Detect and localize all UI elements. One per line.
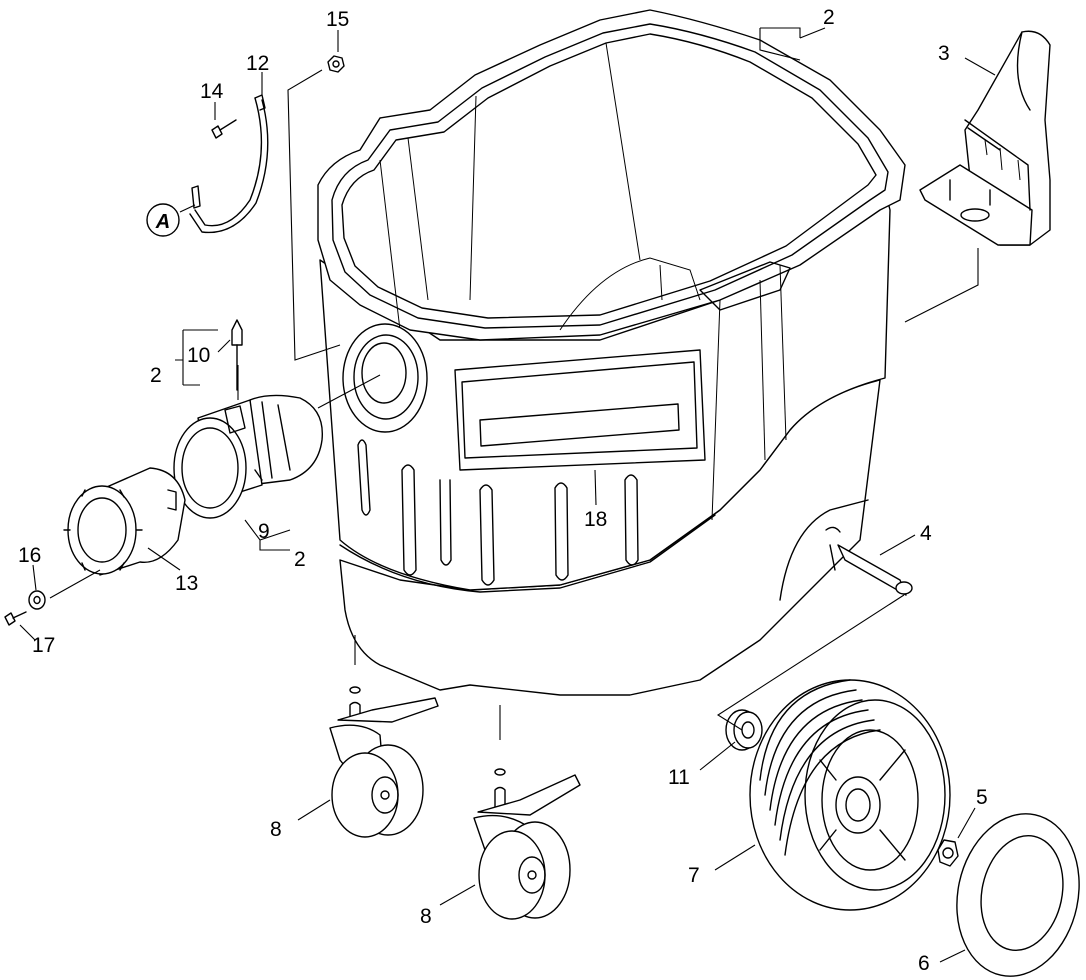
callout-5: 5	[976, 786, 988, 809]
part-10-pin	[231, 319, 243, 391]
part-5-lock-nut	[937, 839, 959, 867]
callout-6: 6	[918, 952, 930, 975]
callout-7: 7	[688, 864, 700, 887]
leader-lines	[19, 27, 996, 963]
callout-4: 4	[920, 522, 932, 545]
callout-2-top: 2	[823, 6, 835, 29]
callout-13: 13	[175, 572, 198, 595]
callout-8-left: 8	[270, 818, 282, 841]
part-14-screw	[211, 119, 237, 139]
part-7-wheel	[749, 679, 951, 911]
callout-15: 15	[326, 8, 349, 31]
part-6-hub-cap	[956, 813, 1080, 977]
callout-17: 17	[32, 634, 55, 657]
detail-marker-a: A	[146, 203, 180, 237]
part-16-washer	[28, 590, 46, 610]
part-8-caster-left	[329, 686, 439, 838]
detail-marker-a-label: A	[155, 211, 170, 233]
callout-8-bottom: 8	[420, 905, 432, 928]
part-3-handle-bracket	[919, 30, 1051, 246]
callout-11: 11	[668, 766, 690, 789]
part-15-nut	[327, 55, 345, 73]
part-8-caster-bottom	[473, 768, 581, 920]
part-4-axle	[829, 544, 913, 596]
callout-3: 3	[938, 42, 950, 65]
callout-16: 16	[18, 544, 41, 567]
callout-14: 14	[200, 80, 224, 103]
part-13-nut-ring	[63, 467, 186, 576]
callout-2-right-of-9: 2	[294, 548, 306, 571]
callout-labels: 2 3 4 5 6 7 8 8 9 2 10 2 11 12 13 14 15 …	[18, 6, 988, 975]
part-11-spacer	[725, 709, 763, 751]
tank-container	[317, 9, 906, 696]
part-9-inlet-connector	[173, 394, 324, 519]
callout-10: 10	[187, 344, 210, 367]
callout-9: 9	[258, 520, 270, 543]
callout-18: 18	[584, 508, 607, 531]
callout-2-left-of-10: 2	[150, 364, 162, 387]
part-12-strap	[189, 94, 269, 234]
part-17-screw	[4, 611, 27, 626]
callout-12: 12	[246, 52, 269, 75]
